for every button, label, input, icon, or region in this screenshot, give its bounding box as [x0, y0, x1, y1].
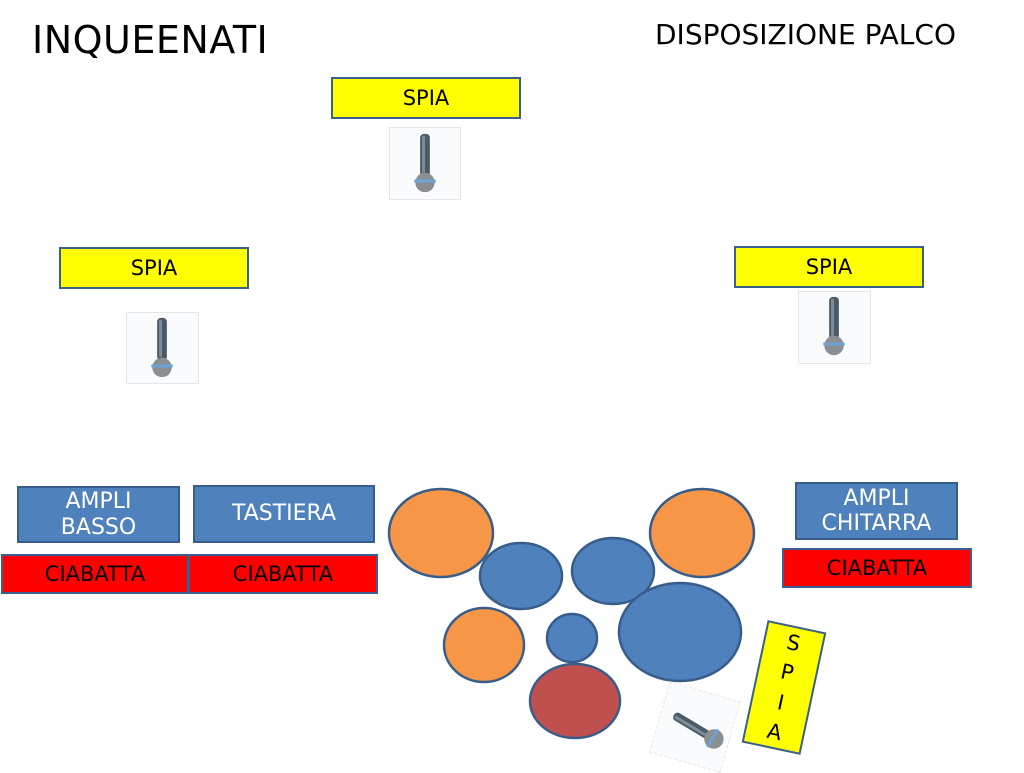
power-strip-left-1-label: CIABATTA [44, 562, 146, 586]
power-strip-left-1: CIABATTA [1, 554, 189, 594]
keyboard-amp: TASTIERA [193, 485, 375, 543]
bass-amp-label-1: AMPLI [65, 489, 132, 515]
monitor-right: SPIA [734, 246, 924, 288]
kick-drum [528, 662, 622, 740]
hihat-cymbal [442, 606, 526, 684]
tom-right [570, 536, 656, 606]
monitor-drums-letter: A [765, 718, 785, 746]
guitar-amp-label-2: CHITARRA [821, 511, 932, 536]
bass-amp-label-2: BASSO [60, 514, 137, 540]
power-strip-right-label: CIABATTA [826, 556, 928, 580]
microphone-icon [798, 291, 871, 364]
monitor-left-label: SPIA [130, 256, 178, 280]
microphone-icon [649, 681, 741, 773]
monitor-drums-letter: S [784, 629, 803, 656]
bass-amp: AMPLI BASSO [17, 486, 180, 543]
page-title: DISPOSIZIONE PALCO [655, 18, 956, 51]
monitor-drums-letter: P [778, 659, 796, 686]
cymbal-left [387, 487, 495, 579]
power-strip-right: CIABATTA [782, 548, 972, 588]
tom-left [478, 541, 564, 611]
monitor-top: SPIA [331, 77, 521, 119]
microphone-icon [126, 312, 199, 384]
floor-tom [617, 581, 743, 683]
microphone-icon [389, 127, 461, 200]
band-name: INQUEENATI [32, 18, 269, 62]
cymbal-right [648, 487, 756, 579]
monitor-top-label: SPIA [402, 86, 450, 110]
guitar-amp: AMPLI CHITARRA [795, 482, 958, 540]
snare-drum [545, 612, 599, 664]
monitor-left: SPIA [59, 247, 249, 289]
power-strip-left-2: CIABATTA [188, 554, 378, 594]
monitor-right-label: SPIA [805, 255, 853, 279]
power-strip-left-2-label: CIABATTA [232, 562, 334, 586]
guitar-amp-label-1: AMPLI [843, 485, 910, 511]
monitor-drums-letter: I [775, 689, 787, 715]
keyboard-amp-label: TASTIERA [231, 501, 337, 527]
